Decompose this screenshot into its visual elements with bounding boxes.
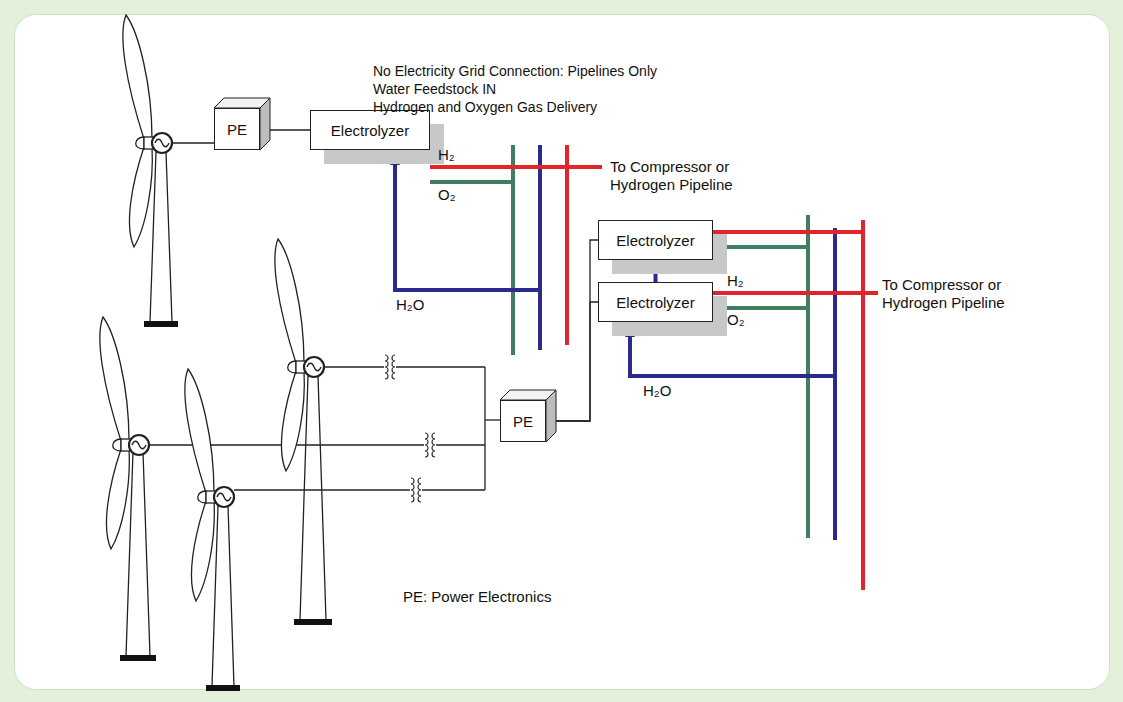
power-electronics-box: PE bbox=[214, 108, 260, 150]
box-label: Electrolyzer bbox=[616, 232, 694, 249]
background-panel bbox=[14, 14, 1110, 690]
diagram-label: H₂ bbox=[438, 146, 455, 164]
box-label: Electrolyzer bbox=[616, 294, 694, 311]
diagram-label: No Electricity Grid Connection: Pipeline… bbox=[373, 62, 657, 80]
diagram-label: To Compressor or Hydrogen Pipeline bbox=[610, 158, 760, 194]
diagram-label: H₂O bbox=[396, 296, 424, 314]
electrolyzer-box: Electrolyzer bbox=[598, 220, 713, 260]
electrolyzer-box: Electrolyzer bbox=[598, 282, 713, 322]
diagram-label: Hydrogen and Oxygen Gas Delivery bbox=[373, 98, 597, 116]
diagram-label: O₂ bbox=[727, 311, 745, 329]
box-label: PE bbox=[513, 413, 533, 430]
power-electronics-box: PE bbox=[500, 400, 546, 442]
diagram-label: PE: Power Electronics bbox=[403, 588, 551, 606]
diagram-label: H₂O bbox=[643, 382, 671, 400]
diagram-label: Water Feedstock IN bbox=[373, 80, 496, 98]
electrolyzer-box: Electrolyzer bbox=[310, 110, 430, 150]
box-label: PE bbox=[227, 121, 247, 138]
diagram-label: To Compressor or Hydrogen Pipeline bbox=[882, 276, 1032, 312]
diagram-label: O₂ bbox=[438, 186, 456, 204]
diagram-label: H₂ bbox=[727, 272, 744, 290]
box-label: Electrolyzer bbox=[331, 122, 409, 139]
connector bbox=[654, 260, 658, 282]
